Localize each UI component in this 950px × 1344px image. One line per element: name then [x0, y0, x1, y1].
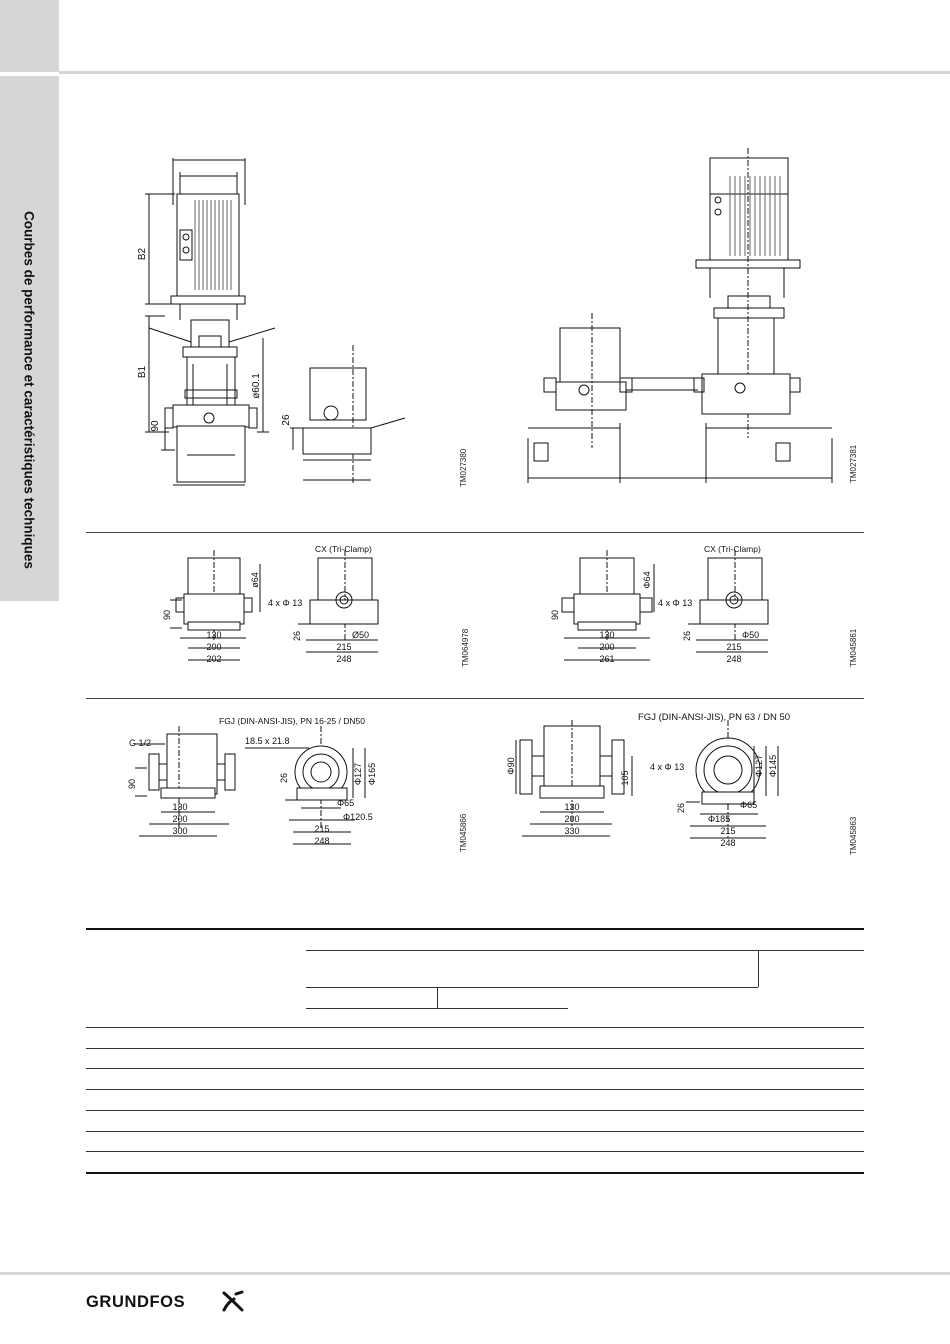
- dim-26: 26: [682, 631, 692, 641]
- dim-d127: Φ127: [353, 763, 363, 785]
- dim-90: 90: [150, 420, 161, 432]
- footer-rule: [0, 1272, 950, 1275]
- dim-g12: G 1/2: [129, 738, 151, 748]
- grundfos-x-icon: [222, 1290, 244, 1312]
- bot-left-label: FGJ (DIN-ANSI-JIS), PN 16-25 / DN50: [219, 716, 365, 726]
- dim-130: 130: [564, 802, 579, 812]
- dim-300: 300: [172, 826, 187, 836]
- dim-130: 130: [206, 630, 221, 640]
- table-bottom-rule: [86, 1172, 864, 1174]
- dim-215: 215: [726, 642, 741, 652]
- dim-d50: Φ50: [742, 630, 759, 640]
- table-subheader-divider: [437, 987, 438, 1008]
- ref-tm064978: TM064978: [461, 628, 470, 667]
- dim-105: 105: [620, 770, 630, 785]
- separator-1: [86, 532, 864, 533]
- dim-b1: B1: [137, 365, 148, 378]
- table-top-rule: [86, 928, 864, 930]
- dim-215: 215: [720, 826, 735, 836]
- ref-tm027381: TM027381: [849, 444, 858, 483]
- dim-d65: Φ65: [740, 800, 757, 810]
- dim-261: 261: [599, 654, 614, 664]
- dim-d127: Φ127: [754, 755, 764, 777]
- dim-26: 26: [279, 773, 289, 783]
- dim-248: 248: [726, 654, 741, 664]
- dim-slot: 18.5 x 21.8: [245, 736, 290, 746]
- dim-d60: ø60.1: [251, 373, 262, 399]
- table-header-rule: [306, 950, 864, 951]
- dim-200: 200: [599, 642, 614, 652]
- dim-26: 26: [676, 803, 686, 813]
- dim-200: 200: [206, 642, 221, 652]
- table-subheader-rule-2: [306, 1008, 568, 1009]
- drawing-top-right: [527, 148, 833, 483]
- dim-330: 330: [564, 826, 579, 836]
- table-row-rule: [86, 1089, 864, 1090]
- dim-26: 26: [292, 631, 302, 641]
- drawing-mid-right: CX (Tri-Clamp) Φ64 90 4 x Φ 13 130 200 2…: [550, 544, 769, 664]
- dim-202: 202: [206, 654, 221, 664]
- dim-d145: Φ145: [768, 755, 778, 777]
- sidebar-title: Courbes de performance et caractéristiqu…: [21, 211, 37, 569]
- table-row-rule: [86, 1131, 864, 1132]
- table-row-rule: [86, 1068, 864, 1069]
- dim-200: 200: [564, 814, 579, 824]
- dim-248: 248: [314, 836, 329, 846]
- table-subheader-rule: [306, 987, 758, 988]
- dim-d165: Φ165: [367, 763, 377, 785]
- ref-tm045861: TM045861: [849, 628, 858, 667]
- table-row-rule: [86, 1027, 864, 1028]
- bot-right-label: FGJ (DIN-ANSI-JIS), PN 63 / DN 50: [638, 712, 790, 723]
- dim-d64: ø64: [250, 572, 260, 588]
- dim-90: 90: [550, 610, 560, 620]
- dim-d90: Φ90: [506, 757, 516, 774]
- ref-tm045863: TM045863: [849, 816, 858, 855]
- dim-90: 90: [162, 610, 172, 620]
- dim-130: 130: [172, 802, 187, 812]
- header-rule: [59, 71, 950, 74]
- dim-d50: Ø50: [352, 630, 369, 640]
- drawing-top-left: B2 B1 90 ø60.1 26: [137, 158, 406, 486]
- table-row-rule: [86, 1048, 864, 1049]
- dim-130: 130: [599, 630, 614, 640]
- dim-holes: 4 x Φ 13: [268, 598, 302, 608]
- ref-tm027380: TM027380: [459, 448, 468, 487]
- dim-holes: 4 x Φ 13: [658, 598, 692, 608]
- sidebar: Courbes de performance et caractéristiqu…: [0, 76, 59, 601]
- table-row-rule: [86, 1151, 864, 1152]
- dim-248: 248: [336, 654, 351, 664]
- table-row-rule: [86, 1110, 864, 1111]
- grundfos-logo: GRUNDFOS: [86, 1290, 244, 1312]
- table-header-divider: [758, 950, 759, 987]
- separator-2: [86, 698, 864, 699]
- dim-215: 215: [314, 824, 329, 834]
- dim-248: 248: [720, 838, 735, 848]
- header-block: [0, 0, 59, 72]
- dim-holes: 4 x Φ 13: [650, 762, 684, 772]
- dim-90: 90: [127, 779, 137, 789]
- brand-name: GRUNDFOS: [86, 1293, 185, 1311]
- mid-right-label: CX (Tri-Clamp): [704, 544, 761, 554]
- dim-d65: Φ65: [337, 798, 354, 808]
- drawing-mid-left: CX (Tri-Clamp) ø64 90 4 x Φ 13 130 200 2…: [162, 544, 379, 664]
- dim-26: 26: [281, 414, 292, 426]
- drawing-bot-right: FGJ (DIN-ANSI-JIS), PN 63 / DN 50 Φ90 10…: [506, 712, 790, 848]
- mid-left-label: CX (Tri-Clamp): [315, 544, 372, 554]
- dim-d185: Φ185: [708, 814, 730, 824]
- dim-b2: B2: [137, 247, 148, 260]
- dim-200: 200: [172, 814, 187, 824]
- drawing-bot-left: FGJ (DIN-ANSI-JIS), PN 16-25 / DN50 G 1/…: [127, 716, 377, 846]
- dim-d120: Φ120.5: [343, 812, 373, 822]
- dim-d64: Φ64: [642, 571, 652, 588]
- dim-215: 215: [336, 642, 351, 652]
- ref-tm045866: TM045866: [459, 813, 468, 852]
